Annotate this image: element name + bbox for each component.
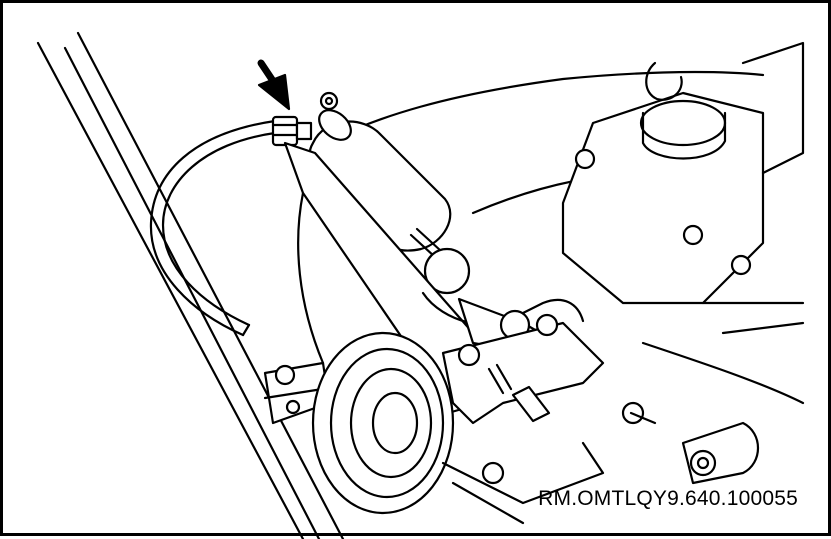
frame-rails xyxy=(36,31,345,539)
pulley-assembly xyxy=(311,331,605,525)
lower-plate xyxy=(441,313,605,425)
reference-code: RM.OMTLQY9.640.100055 xyxy=(538,487,798,510)
service-illustration xyxy=(36,31,805,539)
hose-fitting xyxy=(271,115,313,147)
indicator-arrow xyxy=(257,59,291,111)
right-frame xyxy=(621,301,805,425)
filler-reservoir xyxy=(561,41,805,305)
damper-cylinder xyxy=(308,91,471,295)
vent-hose xyxy=(149,119,277,337)
bolt-boss xyxy=(481,421,759,485)
